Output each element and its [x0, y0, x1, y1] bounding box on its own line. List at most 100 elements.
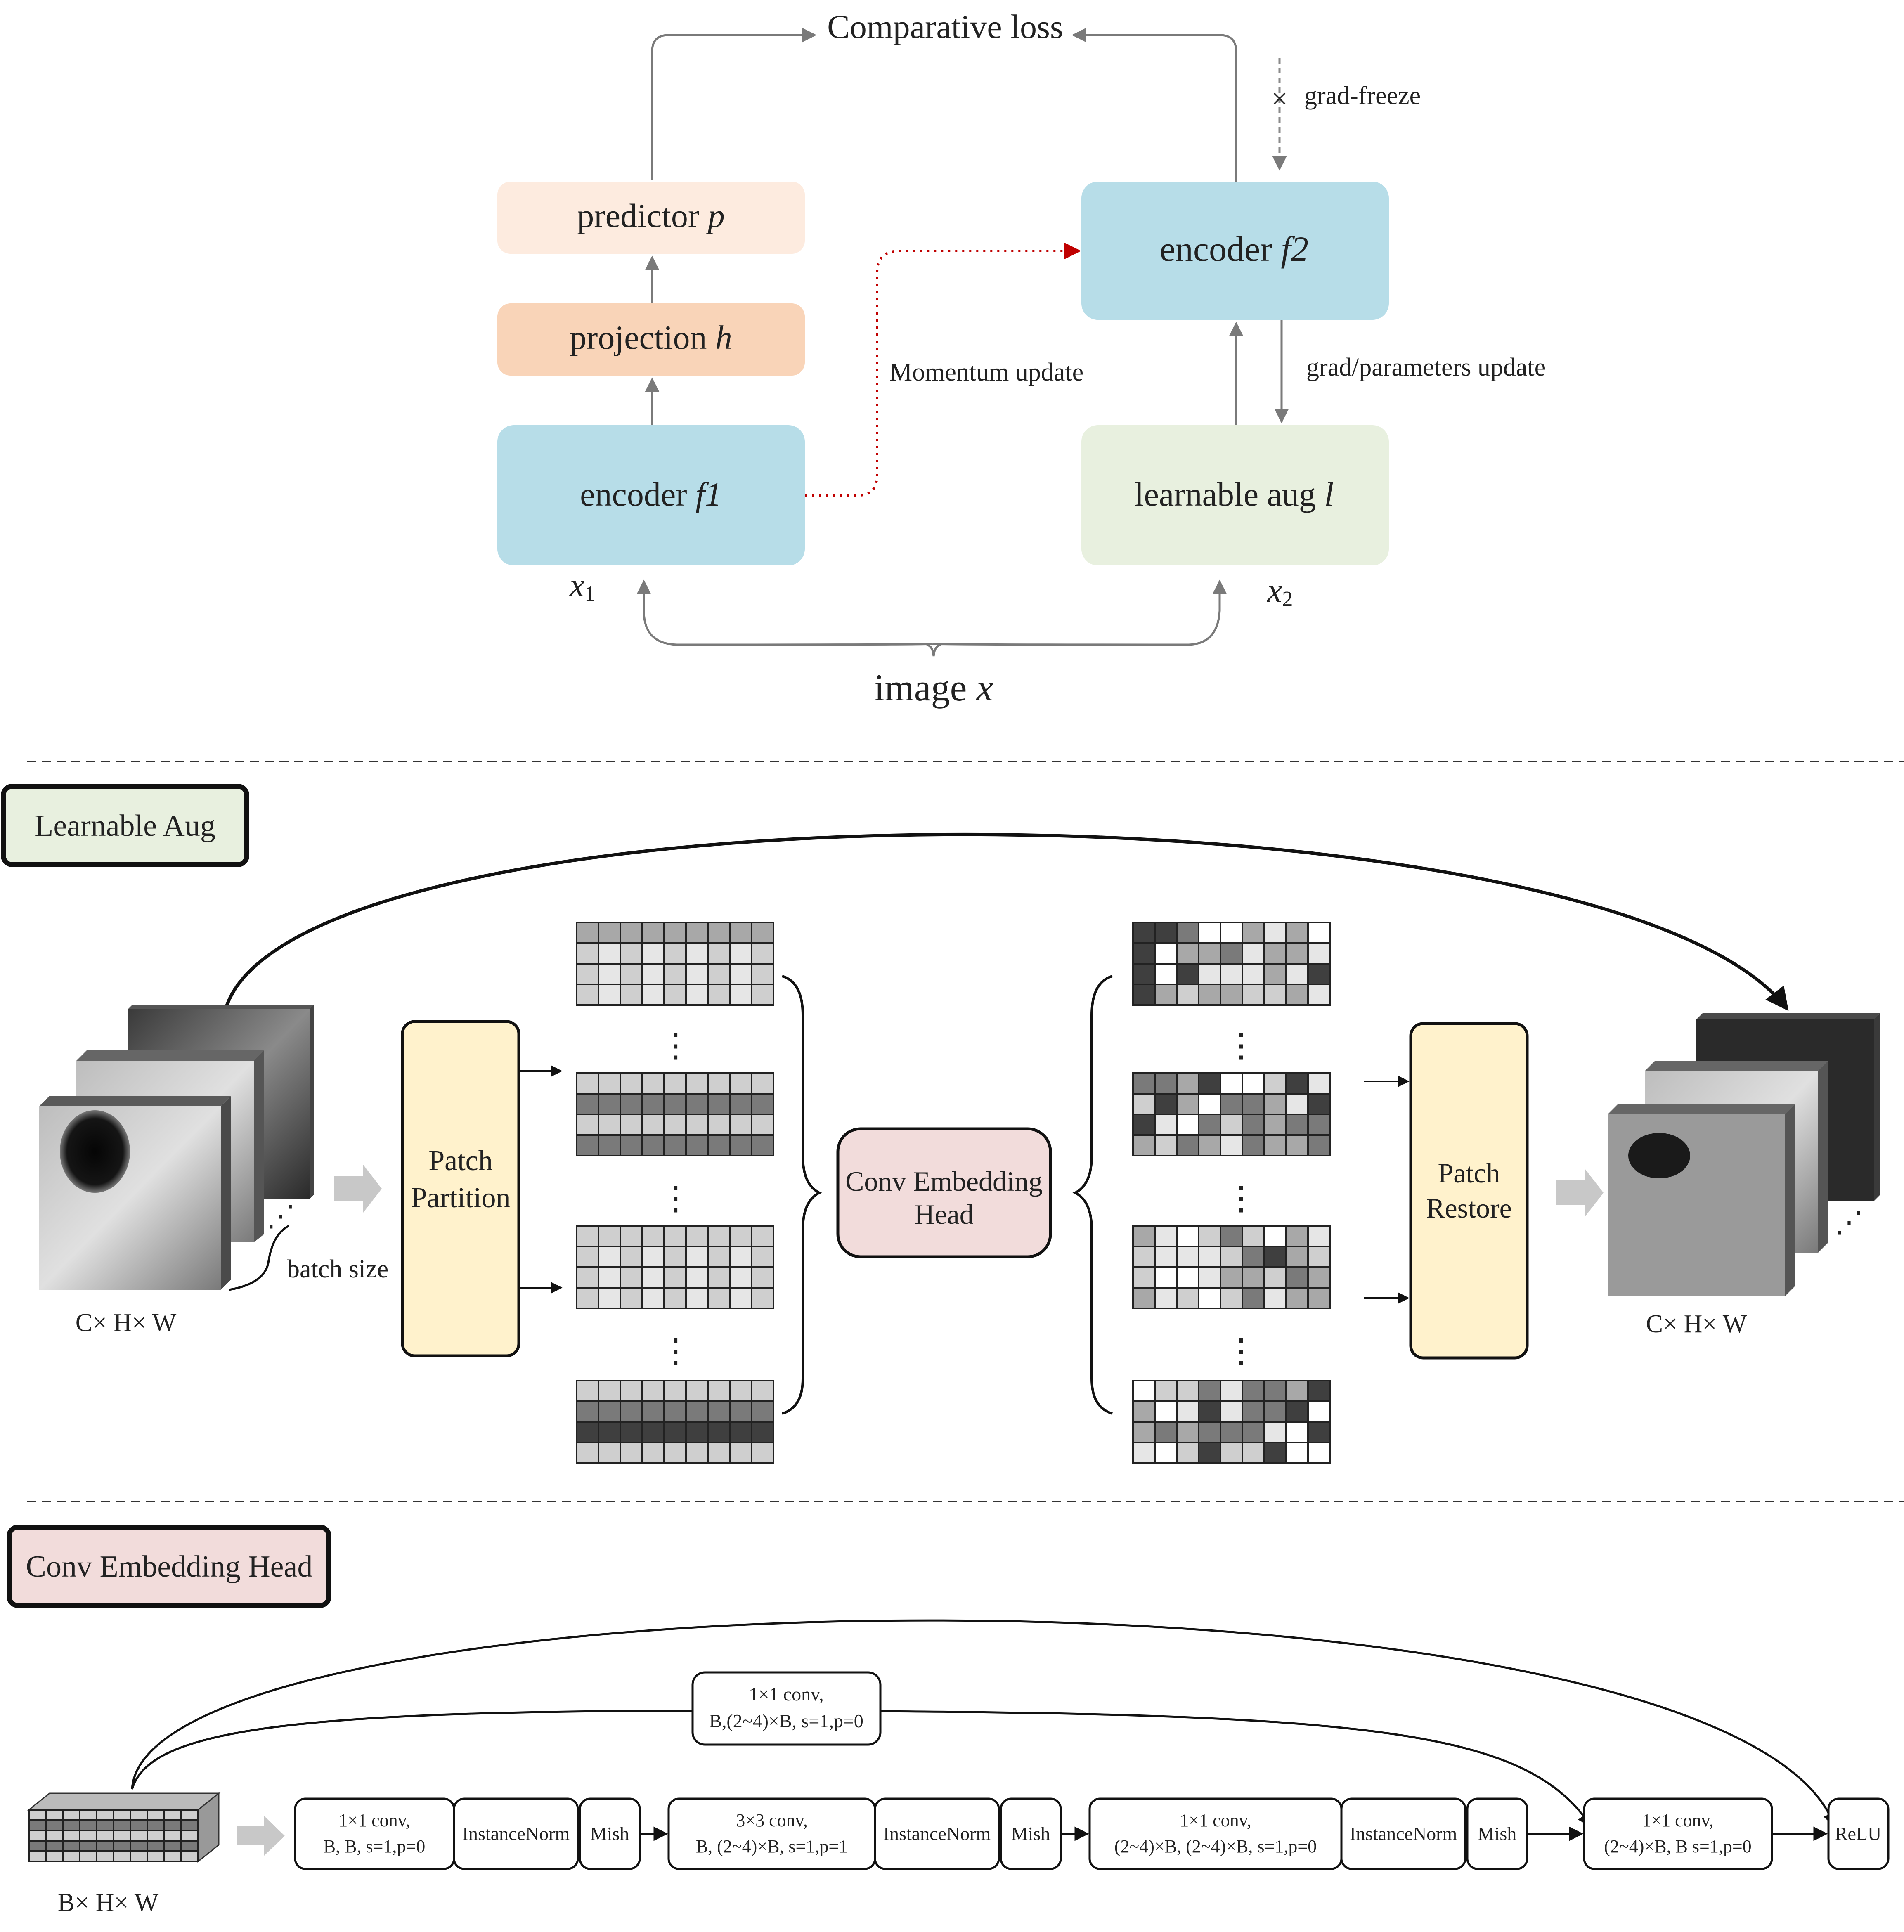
patch-cell — [1285, 1072, 1309, 1095]
block3-instancenorm-box — [1340, 1797, 1466, 1870]
patch-cell — [663, 1134, 687, 1156]
patch-cell — [576, 922, 599, 944]
patch-cell — [729, 1400, 752, 1423]
patch-cell — [147, 1830, 165, 1842]
patch-cell — [729, 1093, 752, 1115]
left-dots-2: ⋮ — [659, 1180, 692, 1217]
patch-cell — [1263, 963, 1287, 985]
patch-cell — [729, 1134, 752, 1156]
patch-cell — [1285, 1246, 1309, 1268]
patch-cell — [28, 1830, 47, 1842]
patch-cell — [1154, 1093, 1178, 1115]
patch-cell — [28, 1819, 47, 1831]
patch-cell — [685, 922, 709, 944]
patch-cell — [685, 1380, 709, 1402]
patch-cell — [79, 1809, 97, 1821]
patch-cell — [28, 1850, 47, 1862]
patch-cell — [751, 1134, 774, 1156]
patch-cell — [1242, 1442, 1265, 1464]
patch-cell — [1176, 1442, 1199, 1464]
patch-cell — [729, 984, 752, 1006]
projection-label: projection h — [570, 319, 732, 356]
patch-cell — [576, 1287, 599, 1309]
patch-cell — [1307, 1400, 1331, 1423]
patch-cell — [641, 984, 665, 1006]
patch-cell — [1198, 984, 1221, 1006]
block3-conv-box — [1088, 1797, 1343, 1870]
left-patch-grid — [576, 1225, 774, 1309]
patch-cell — [707, 942, 731, 965]
patch-cell — [1242, 1287, 1265, 1309]
patch-cell — [180, 1809, 199, 1821]
patch-cell — [598, 1266, 621, 1289]
output-stack-ellipsis: ⋰ — [1835, 1207, 1864, 1239]
patch-cell — [1132, 963, 1156, 985]
patch-cell — [1154, 1380, 1178, 1402]
head-outer-skip-arc — [131, 1619, 1837, 1828]
encoder-f2-box — [1081, 182, 1389, 320]
patch-cell — [1285, 942, 1309, 965]
patch-cell — [707, 1287, 731, 1309]
grad-freeze-label: grad-freeze — [1304, 82, 1421, 110]
patch-cell — [1132, 1114, 1156, 1136]
patch-cell — [663, 1093, 687, 1115]
block3-conv-line-2: (2~4)×B, (2~4)×B, s=1,p=0 — [1114, 1836, 1317, 1856]
patch-cell — [751, 1442, 774, 1464]
patch-cell — [620, 1225, 643, 1247]
patch-cell — [113, 1830, 131, 1842]
top-section: Comparative loss × grad-freeze predictor… — [497, 8, 1546, 709]
patch-cell — [620, 1442, 643, 1464]
patch-cell — [641, 1093, 665, 1115]
patch-cell — [147, 1809, 165, 1821]
patch-cell — [576, 1266, 599, 1289]
patch-cell — [729, 922, 752, 944]
patch-cell — [1285, 1134, 1309, 1156]
aug-skip-arc — [223, 832, 1789, 1012]
patch-cell — [1220, 963, 1243, 985]
patch-cell — [1285, 1380, 1309, 1402]
patch-cell — [1198, 1134, 1221, 1156]
patch-cell — [620, 1246, 643, 1268]
patch-cell — [1220, 1114, 1243, 1136]
output-image-stack — [1608, 1013, 1880, 1296]
patch-cell — [751, 1400, 774, 1423]
patch-cell — [1220, 942, 1243, 965]
patch-cell — [576, 1225, 599, 1247]
learnable-aug-section-label-box — [1, 784, 249, 867]
batch-size-brace — [229, 1225, 290, 1291]
patch-cell — [1220, 1246, 1243, 1268]
patch-cell — [163, 1850, 182, 1862]
patch-cell — [685, 1072, 709, 1095]
block1-conv-line-1: 1×1 conv, — [338, 1810, 410, 1830]
patch-cell — [1307, 1225, 1331, 1247]
patch-cell — [751, 1072, 774, 1095]
patch-cell — [113, 1850, 131, 1862]
patch-cell — [707, 1380, 731, 1402]
patch-cell — [96, 1819, 114, 1831]
patch-cell — [1263, 1225, 1287, 1247]
patch-cell — [576, 1421, 599, 1443]
patch-cell — [576, 942, 599, 965]
patch-cell — [130, 1819, 148, 1831]
patch-cell — [45, 1830, 64, 1842]
patch-cell — [1307, 1442, 1331, 1464]
patch-cell — [620, 922, 643, 944]
conv-head-section: Conv Embedding Head 1×1 conv, B,(2~4)×B,… — [7, 1525, 1890, 1917]
grad-update-label: grad/parameters update — [1306, 353, 1546, 381]
patch-cell — [1285, 1093, 1309, 1115]
head-input-arrow — [237, 1816, 285, 1856]
patch-cell — [663, 1225, 687, 1247]
patch-cell — [96, 1840, 114, 1852]
patch-cell — [28, 1809, 47, 1821]
patch-cell — [1242, 922, 1265, 944]
patch-cell — [1132, 1287, 1156, 1309]
patch-cell — [1176, 1114, 1199, 1136]
patch-cell — [685, 1225, 709, 1247]
comparative-loss-label: Comparative loss — [827, 8, 1063, 45]
patch-cell — [113, 1819, 131, 1831]
patch-cell — [729, 1266, 752, 1289]
encoder-f2-label: encoder f2 — [1160, 229, 1309, 269]
patch-cell — [620, 984, 643, 1006]
patch-cell — [1198, 942, 1221, 965]
patch-cell — [1132, 1072, 1156, 1095]
